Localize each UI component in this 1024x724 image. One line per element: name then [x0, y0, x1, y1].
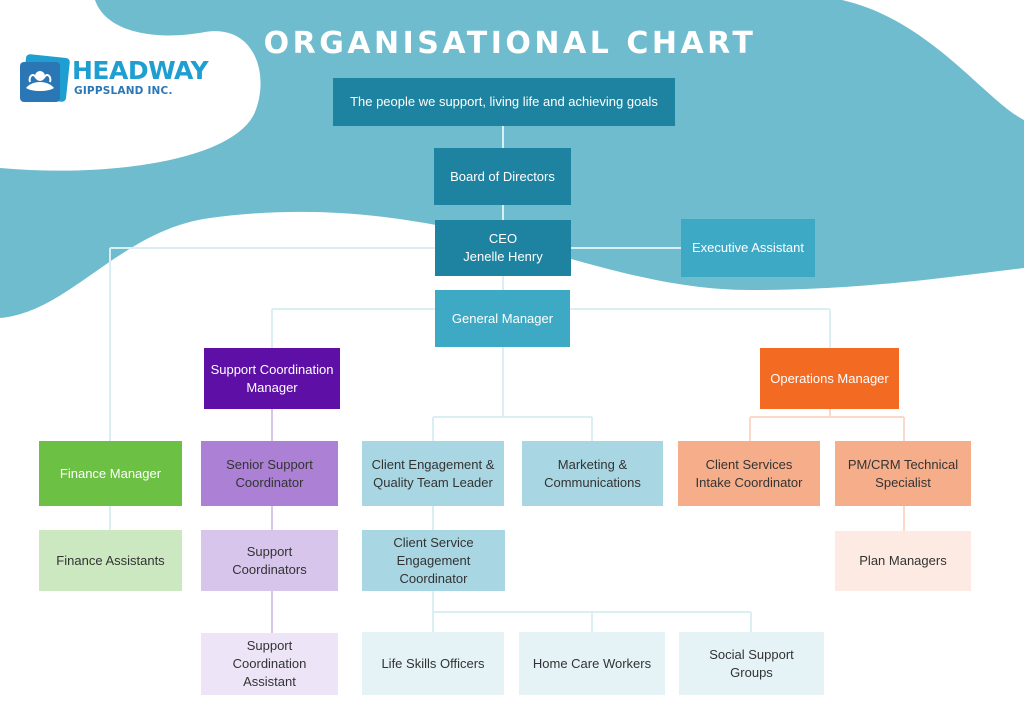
mission-label: The people we support, living life and a…	[350, 94, 658, 109]
client-services-intake-label: Client Services Intake Coordinator	[695, 456, 803, 490]
plan-managers-box: Plan Managers	[835, 531, 971, 591]
headway-logo: HEADWAY GIPPSLAND INC.	[18, 54, 228, 108]
support-coord-assistant-box: Support Coordination Assistant	[201, 633, 338, 695]
operations-manager-label: Operations Manager	[770, 370, 889, 386]
support-coordinators-label: Support Coordinators	[232, 543, 307, 577]
general-manager-label: General Manager	[451, 310, 554, 326]
client-service-engagement-label: Client Service Engagement Coordinator	[393, 534, 474, 586]
board-label: Board of Directors	[450, 168, 555, 184]
finance-assistants-label: Finance Assistants	[56, 552, 165, 568]
pm-crm-box: PM/CRM Technical Specialist	[835, 441, 971, 506]
support-coordinators-box: Support Coordinators	[201, 530, 338, 591]
life-skills-box: Life Skills Officers	[362, 632, 504, 695]
marketing-label: Marketing & Communications	[544, 456, 641, 490]
general-manager-box: General Manager	[435, 290, 570, 347]
board-box: Board of Directors	[434, 148, 571, 205]
life-skills-label: Life Skills Officers	[381, 655, 485, 671]
client-service-engagement-box: Client Service Engagement Coordinator	[362, 530, 505, 591]
logo-name: HEADWAY	[72, 56, 209, 85]
marketing-box: Marketing & Communications	[522, 441, 663, 506]
logo-mark-icon	[20, 54, 70, 102]
operations-manager-box: Operations Manager	[760, 348, 899, 409]
finance-assistants-box: Finance Assistants	[39, 530, 182, 591]
mission-box: The people we support, living life and a…	[333, 78, 675, 126]
support-coord-assistant-label: Support Coordination Assistant	[232, 638, 307, 689]
support-coord-manager-label: Support Coordination Manager	[210, 361, 334, 395]
home-care-box: Home Care Workers	[519, 632, 665, 695]
senior-support-coord-box: Senior Support Coordinator	[201, 441, 338, 506]
social-support-label: Social Support Groups	[709, 646, 794, 680]
finance-manager-box: Finance Manager	[39, 441, 182, 506]
client-engagement-lead-label: Client Engagement & Quality Team Leader	[371, 456, 495, 490]
home-care-label: Home Care Workers	[532, 655, 652, 671]
logo-subtitle: GIPPSLAND INC.	[74, 85, 173, 97]
chart-title: ORGANISATIONAL CHART	[263, 26, 757, 61]
exec-assistant-label: Executive Assistant	[692, 240, 804, 255]
social-support-box: Social Support Groups	[679, 632, 824, 695]
finance-manager-label: Finance Manager	[59, 465, 162, 481]
plan-managers-label: Plan Managers	[859, 553, 947, 568]
senior-support-coord-label: Senior Support Coordinator	[226, 456, 313, 490]
client-engagement-lead-box: Client Engagement & Quality Team Leader	[362, 441, 504, 506]
support-coord-manager-box: Support Coordination Manager	[204, 348, 340, 409]
ceo-box: CEO Jenelle Henry	[435, 220, 571, 276]
ceo-label: CEO Jenelle Henry	[463, 231, 543, 264]
exec-assistant-box: Executive Assistant	[681, 219, 815, 277]
pm-crm-label: PM/CRM Technical Specialist	[847, 456, 959, 490]
client-services-intake-box: Client Services Intake Coordinator	[678, 441, 820, 506]
